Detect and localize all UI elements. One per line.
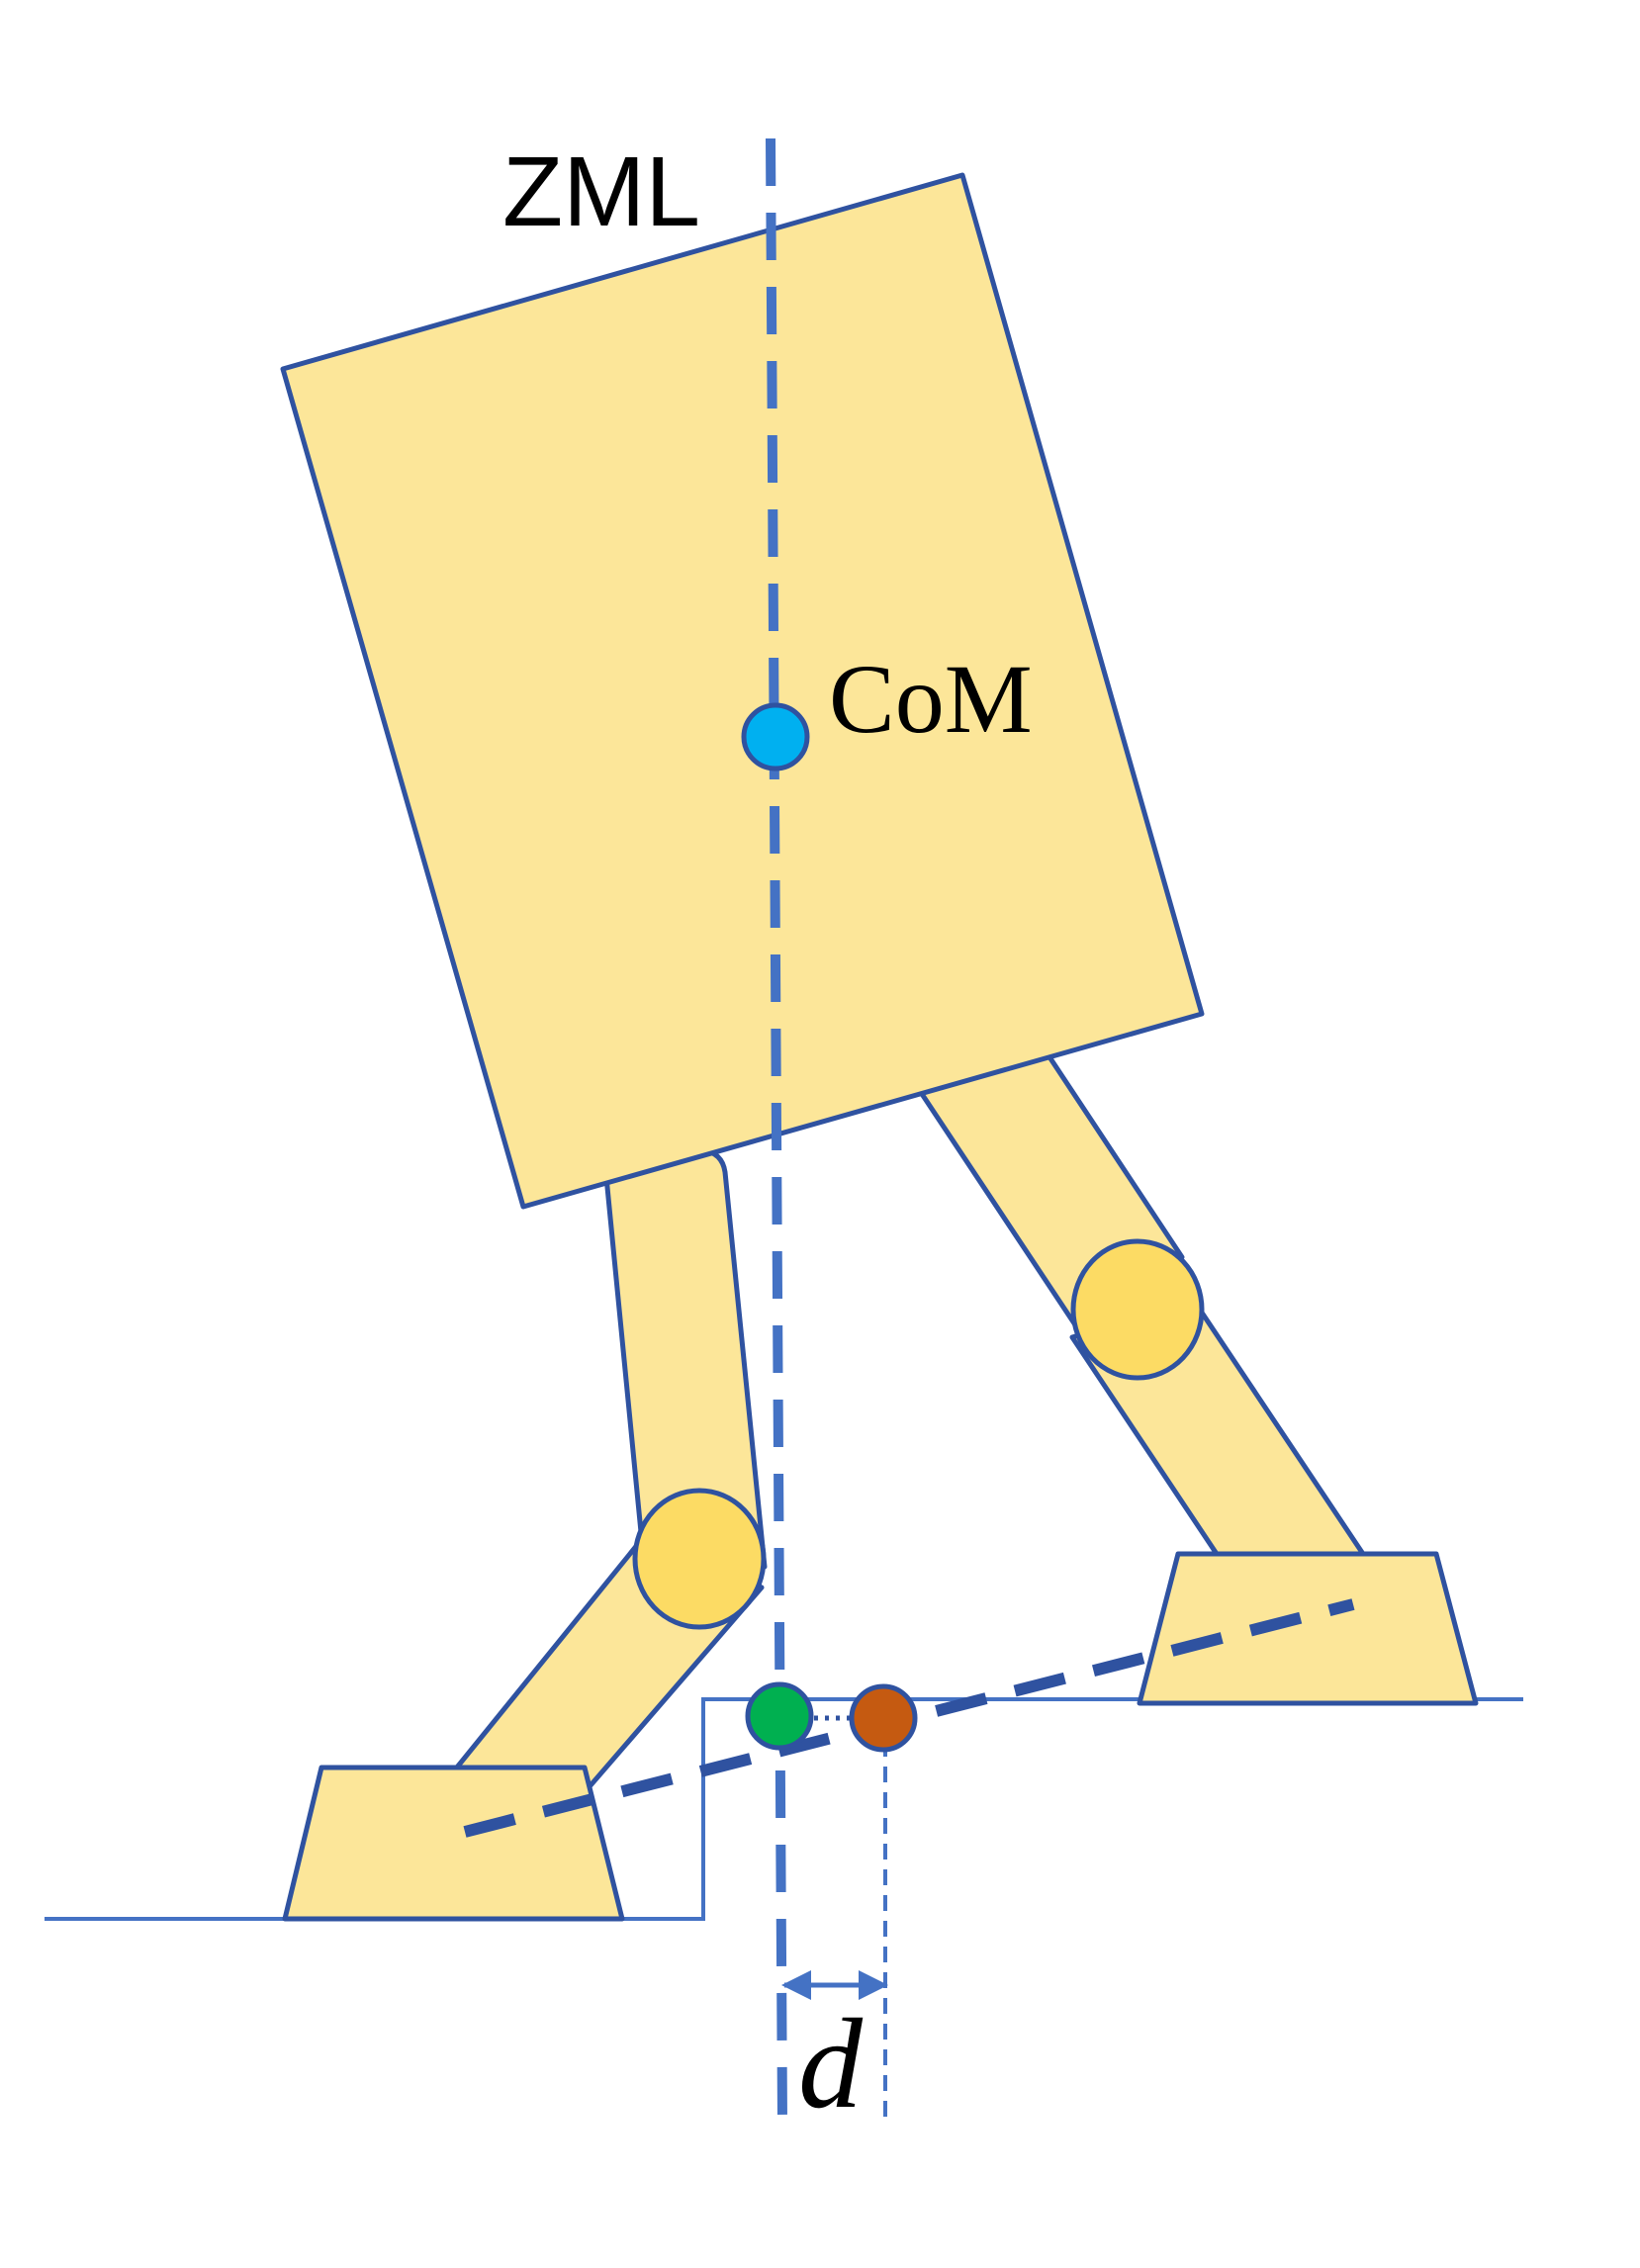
distance-label: d: [798, 1993, 864, 2135]
zml-label: ZML: [502, 136, 700, 247]
green-point: [745, 1681, 814, 1751]
left-knee-joint: [632, 1488, 767, 1630]
support-dashed-line: [463, 1598, 1355, 1838]
com-point: [741, 702, 810, 771]
torso: [280, 172, 1205, 1210]
orange-point: [849, 1683, 918, 1753]
zml-line: [766, 137, 787, 2123]
right-knee-joint: [1070, 1238, 1205, 1381]
com-label: CoM: [829, 644, 1033, 754]
right-foot: [1137, 1551, 1479, 1706]
left-foot: [282, 1765, 625, 1922]
